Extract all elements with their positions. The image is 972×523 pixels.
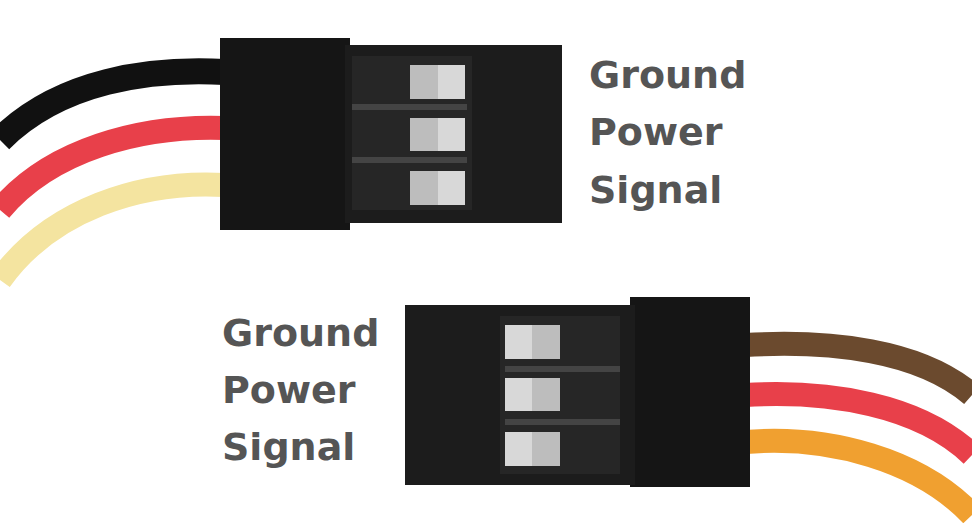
pin-name: Ground [222,314,379,352]
pin-name: Ground [589,56,746,94]
pin-name: Signal [589,171,722,209]
pin-name: Signal [222,428,355,466]
separator [505,419,620,425]
pin [410,171,465,205]
pin [410,65,438,99]
separator [352,157,467,163]
connector-face [405,305,635,485]
connector-face [345,45,562,223]
signal-wire [0,184,225,280]
pin [410,65,465,99]
separator [505,366,620,372]
pin [410,118,438,151]
pin [410,118,465,151]
pin [410,171,438,205]
pin [532,432,560,466]
pin-slot [500,316,620,474]
separator [352,104,467,110]
pin [505,378,560,411]
pin [505,325,560,359]
pin [532,325,560,359]
pin-name: Power [589,113,723,151]
signal-wire [745,441,972,515]
pin [532,378,560,411]
connector-housing [630,297,750,487]
connector-housing [220,38,350,230]
pin-slot [352,56,472,210]
pin-name: Power [222,371,356,409]
pin [505,432,560,466]
